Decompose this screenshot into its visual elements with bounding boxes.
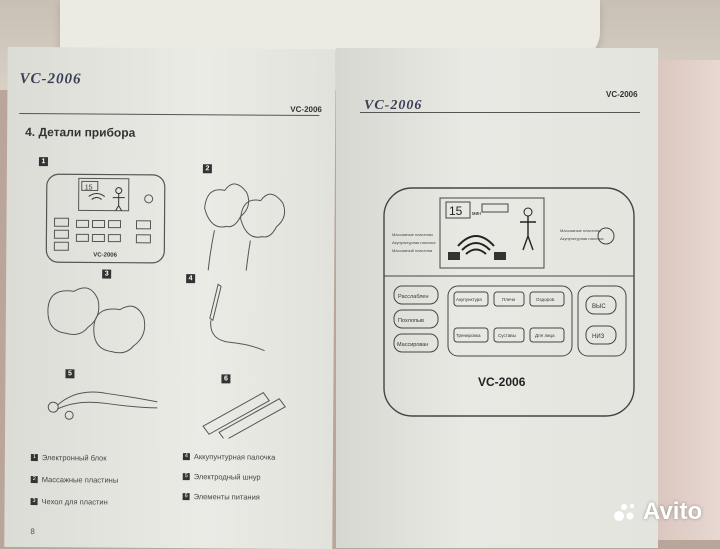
svg-text:Оздоров.: Оздоров.: [536, 297, 555, 302]
svg-text:Массажные пластины: Массажные пластины: [392, 232, 433, 237]
svg-text:ВЫС: ВЫС: [592, 304, 606, 310]
svg-text:Суставы: Суставы: [498, 333, 516, 338]
background-fabric: [650, 60, 720, 540]
mode-buttons-middle: Акупунктура Плечи Оздоров. Тренировка Су…: [453, 291, 565, 343]
svg-text:Акупунктурная палочка: Акупунктурная палочка: [392, 240, 436, 245]
svg-text:Расслаблен: Расслаблен: [398, 294, 429, 300]
electrode-cord-illustration: [47, 391, 158, 420]
part-number-3: 3: [102, 269, 112, 279]
header-rule-right: [360, 112, 640, 113]
left-page: VC-2006 VC-2006 4. Детали прибора 1 15 V…: [4, 46, 336, 549]
part-number-4: 4: [186, 274, 196, 284]
batteries-illustration: [202, 392, 286, 439]
massage-pads-illustration: [204, 183, 286, 271]
acupuncture-stick-illustration: [209, 283, 265, 352]
avito-logo-icon: [614, 504, 634, 521]
electronic-unit-illustration: 15 VC-2006: [45, 173, 166, 264]
part-number-2: 2: [202, 164, 212, 174]
screen-timer-unit: мин: [472, 211, 481, 217]
header-rule: [19, 112, 320, 117]
svg-text:Массажные пластины: Массажные пластины: [560, 228, 601, 233]
model-header-right: VC-2006: [606, 90, 638, 99]
svg-text:Похлопыв: Похлопыв: [398, 318, 424, 324]
right-page: VC-2006 VC-2006 15 мин Массажные пластин…: [336, 48, 658, 548]
screen-timer-value: 15: [449, 204, 463, 218]
svg-text:Акупунктура: Акупунктура: [456, 297, 482, 302]
pad-cover-illustration: [47, 287, 146, 354]
unit-model-label: VC-2006: [93, 252, 117, 258]
mode-buttons-left: Расслаблен Похлопыв Массирован: [393, 285, 439, 353]
part-number-1: 1: [38, 157, 48, 167]
svg-text:Плечи: Плечи: [502, 297, 516, 302]
device-model-label: VC-2006: [478, 375, 526, 389]
svg-text:Акупунктурная палочка: Акупунктурная палочка: [560, 236, 604, 241]
model-header: VC-2006: [290, 104, 322, 115]
display-value: 15: [85, 184, 93, 191]
svg-text:Массажный пластина: Массажный пластина: [392, 248, 433, 253]
svg-text:НИЗ: НИЗ: [592, 334, 605, 340]
svg-text:Для лица: Для лица: [535, 333, 555, 338]
svg-text:Тренировка: Тренировка: [456, 333, 481, 338]
device-front-panel-illustration: 15 мин Массажные пластины Акупунктурная …: [383, 187, 635, 417]
page-number: 8: [30, 527, 35, 537]
avito-watermark: Avito: [612, 498, 702, 526]
section-title: 4. Детали прибора: [25, 124, 136, 140]
svg-text:Массирован: Массирован: [397, 342, 428, 348]
brand-logo-right: VC-2006: [364, 98, 423, 113]
brand-logo: VC-2006: [19, 70, 82, 88]
intensity-buttons: ВЫС НИЗ: [585, 295, 617, 345]
